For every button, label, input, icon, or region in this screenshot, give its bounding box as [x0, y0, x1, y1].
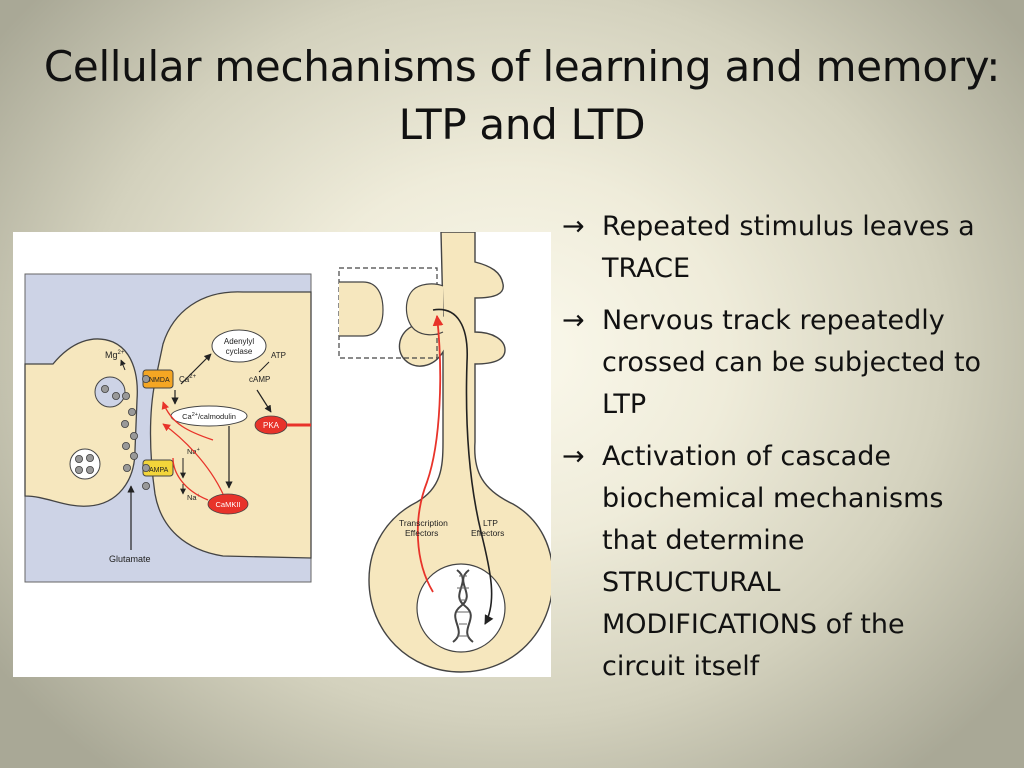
calmodulin-label: Ca2+/calmodulin	[182, 412, 236, 421]
slide-title: Cellular mechanisms of learning and memo…	[20, 38, 1024, 154]
glutamate-molecule	[75, 465, 84, 474]
bullet-item: → Nervous track repeatedly crossed can b…	[562, 300, 1012, 426]
na-label-1: Na+	[187, 447, 200, 456]
mg-label: Mg2+	[105, 350, 125, 360]
bullet-line: Nervous track repeatedly	[602, 305, 945, 336]
vesicle-fusing	[94, 376, 126, 408]
camp-to-pka-arrow	[256, 389, 272, 413]
ltp-effectors-label-1: LTP	[483, 518, 498, 528]
camkii-red-arrows	[163, 424, 224, 501]
glutamate-molecule	[122, 441, 131, 450]
bullet-line: biochemical mechanisms	[602, 483, 944, 514]
glutamate-molecule	[128, 407, 137, 416]
bullet-line: STRUCTURAL	[602, 567, 781, 598]
ampa-label: AMPA	[149, 467, 169, 474]
bullet-line: LTP	[602, 389, 647, 420]
bullet-line: TRACE	[602, 253, 691, 284]
bullet-item: → Repeated stimulus leaves a TRACE	[562, 206, 1012, 290]
transcription-arrow	[416, 314, 444, 593]
to-adenylyl-arrow	[180, 353, 212, 385]
bullet-line: crossed can be subjected to	[602, 347, 982, 378]
camkii-label: CaMKII	[215, 500, 240, 509]
glutamate-molecule	[130, 451, 139, 460]
bound-glutamate	[141, 374, 150, 383]
glutamate-molecule	[122, 391, 131, 400]
postsynaptic-spine	[149, 291, 312, 559]
glutamate-molecule	[123, 463, 132, 472]
synapse-panel: NMDA AMPA Mg2+ Ca2+ Adenylyl cyclase ATP…	[24, 273, 312, 583]
cyclase-label: cyclase	[226, 347, 253, 356]
glutamate-molecule	[75, 454, 84, 463]
glutamate-molecule	[130, 431, 139, 440]
bound-glutamate	[141, 481, 150, 490]
bound-glutamate	[141, 463, 150, 472]
bullet-line: Activation of cascade	[602, 441, 891, 472]
arrow-icon: →	[562, 441, 585, 472]
dna-rungs	[457, 575, 469, 637]
ltp-diagram: NMDA AMPA Mg2+ Ca2+ Adenylyl cyclase ATP…	[13, 232, 551, 677]
atp-label: ATP	[271, 351, 286, 360]
bullet-list: → Repeated stimulus leaves a TRACE → Ner…	[562, 206, 1012, 698]
glutamate-molecule	[86, 465, 95, 474]
atp-line	[258, 361, 270, 373]
adenylyl-cyclase	[211, 329, 267, 363]
pka-label: PKA	[263, 421, 280, 430]
mg-arrow	[120, 359, 126, 371]
ca-label: Ca2+	[179, 374, 197, 384]
nucleus	[416, 563, 506, 653]
camp-label: cAMP	[249, 375, 270, 384]
title-line-2: LTP and LTD	[398, 100, 646, 149]
glutamate-molecule	[86, 453, 95, 462]
transcription-label-2: Effectors	[405, 528, 438, 538]
presynaptic-bouton	[339, 281, 384, 337]
synaptic-vesicle	[69, 448, 101, 480]
arrow-icon: →	[562, 305, 585, 336]
dna-helix	[452, 569, 474, 643]
bullet-line: Repeated stimulus leaves a	[602, 211, 975, 242]
glutamate-molecule	[101, 384, 110, 393]
cleft-glutamate	[121, 391, 139, 472]
neuron-body	[368, 232, 551, 673]
nmda-label: NMDA	[149, 377, 170, 384]
bullet-line: circuit itself	[602, 651, 760, 682]
arrow-icon: →	[562, 211, 585, 242]
neuron-panel: Transcription Effectors LTP Effectors	[338, 232, 551, 673]
glutamate-molecule	[112, 391, 121, 400]
transcription-label-1: Transcription	[399, 518, 448, 528]
dna-strand	[452, 569, 470, 643]
ltp-arrow	[432, 308, 494, 625]
bullet-line: that determine	[602, 525, 805, 556]
bullet-item: → Activation of cascade biochemical mech…	[562, 436, 1012, 688]
ltp-diagram-svg: NMDA AMPA Mg2+ Ca2+ Adenylyl cyclase ATP…	[13, 232, 551, 677]
ltp-effectors-label-2: Effectors	[471, 528, 504, 538]
title-line-1: Cellular mechanisms of learning and memo…	[43, 42, 1001, 91]
bullet-line: MODIFICATIONS of the	[602, 609, 905, 640]
presynaptic-terminal	[24, 338, 138, 507]
glutamate-molecule	[121, 419, 130, 428]
adenylyl-label: Adenylyl	[224, 337, 254, 346]
camkii-enzyme	[207, 493, 249, 515]
glutamate-label: Glutamate	[109, 554, 151, 564]
calmodulin-red-arrow	[161, 401, 214, 441]
